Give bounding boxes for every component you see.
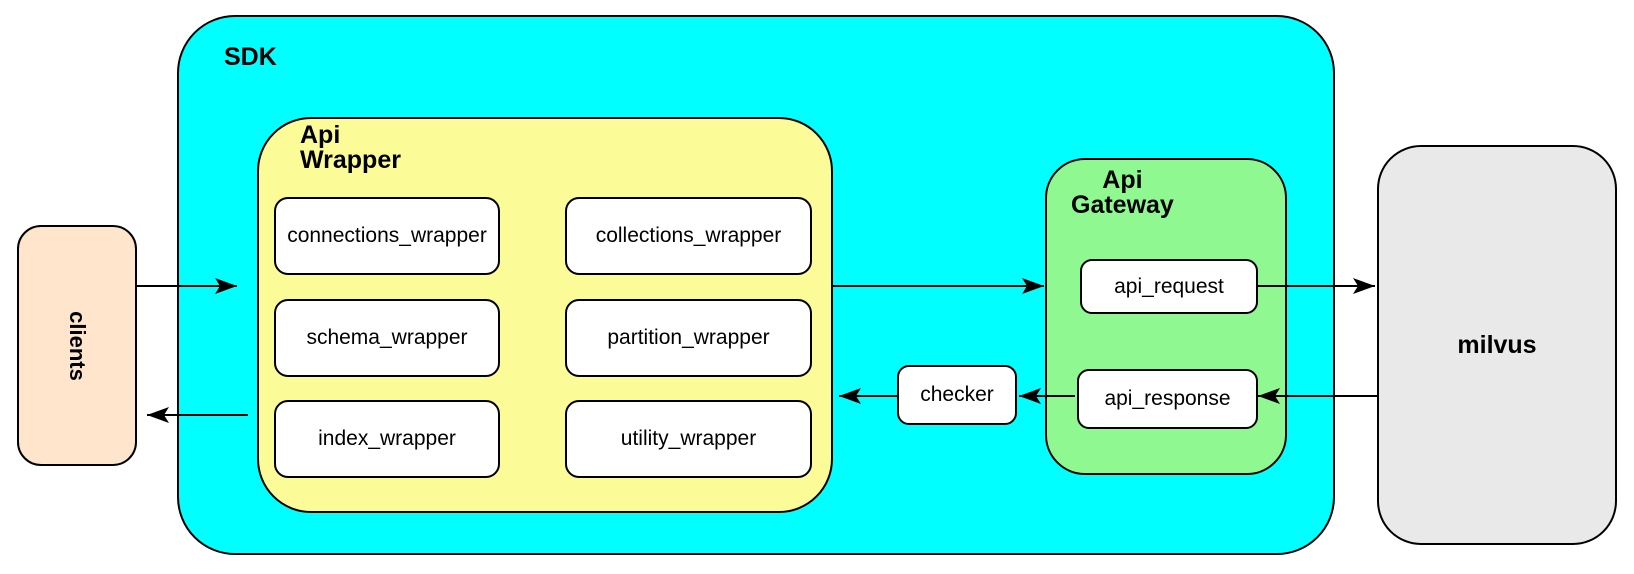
api-wrapper-label-line1: Api xyxy=(300,121,341,149)
module-partition-wrapper: partition_wrapper xyxy=(565,299,812,377)
module-index-wrapper: index_wrapper xyxy=(274,400,500,478)
api-wrapper-label: Api Wrapper xyxy=(300,123,401,173)
module-schema-wrapper: schema_wrapper xyxy=(274,299,500,377)
clients-node: clients xyxy=(17,225,137,466)
api-wrapper-container: Api Wrapper connections_wrapper collecti… xyxy=(257,117,833,513)
api-gateway-container: Api Gateway api_request api_response xyxy=(1045,158,1287,475)
module-utility-wrapper: utility_wrapper xyxy=(565,400,812,478)
api-gateway-label: Api Gateway xyxy=(1071,168,1174,218)
milvus-node: milvus xyxy=(1377,145,1617,545)
api-gateway-label-line2: Gateway xyxy=(1071,191,1174,219)
module-connections-wrapper: connections_wrapper xyxy=(274,197,500,275)
api-request-node: api_request xyxy=(1080,259,1258,314)
api-response-node: api_response xyxy=(1077,369,1258,429)
checker-node: checker xyxy=(897,365,1017,425)
api-wrapper-label-line2: Wrapper xyxy=(300,146,401,174)
sdk-label: SDK xyxy=(224,43,277,71)
milvus-label: milvus xyxy=(1457,330,1537,359)
module-collections-wrapper: collections_wrapper xyxy=(565,197,812,275)
clients-label: clients xyxy=(64,310,90,381)
api-gateway-label-line1: Api xyxy=(1102,166,1143,194)
